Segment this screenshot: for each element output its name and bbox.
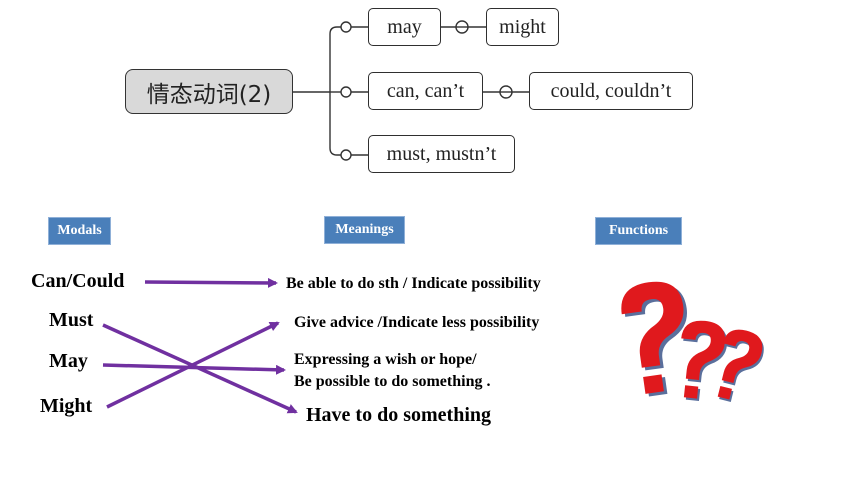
node-may: may [368,8,441,46]
modal-arrows [102,277,298,414]
node-might: might [486,8,559,46]
modal-might: Might [40,395,93,417]
question-mark-large [617,277,695,397]
meaning-wish-line1: Expressing a wish or hope/ [294,351,477,368]
mindmap-connectors [293,20,529,161]
header-functions: Functions [595,217,682,245]
question-mark-medium [677,318,730,402]
node-must: must, mustn’t [368,135,515,173]
modal-may: May [49,350,88,372]
meaning-obligation: Have to do something [306,404,491,426]
meaning-advice: Give advice /Indicate less possibility [294,314,540,331]
question-mark-small [714,325,768,402]
arrow-may [102,363,286,375]
arrow-can-could [144,277,278,288]
node-could: could, couldn’t [529,72,693,110]
meaning-wish-line2: Be possible to do something . [294,373,491,390]
arrow-might [106,321,280,409]
header-meanings: Meanings [324,216,405,244]
node-can: can, can’t [368,72,483,110]
header-modals: Modals [48,217,111,245]
modal-must: Must [49,309,94,331]
meaning-ability: Be able to do sth / Indicate possibility [286,275,541,292]
mindmap-root: 情态动词(2) [125,69,293,114]
modal-can-could: Can/Could [31,270,125,292]
